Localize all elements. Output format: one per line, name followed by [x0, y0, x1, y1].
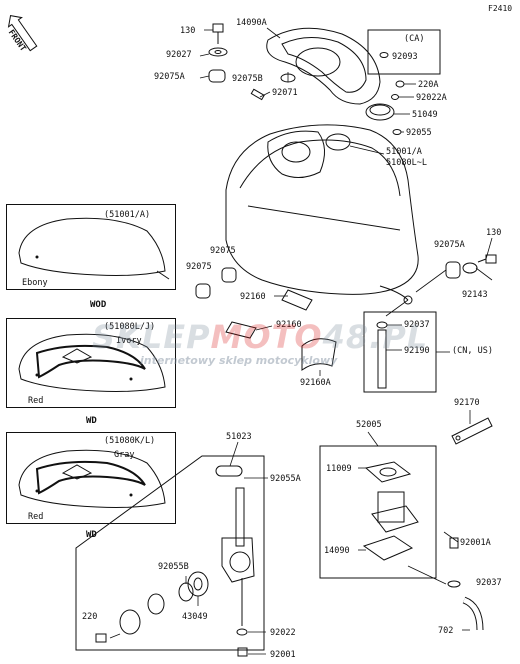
gasket-14090-icon [362, 535, 414, 561]
washer-92027-icon [208, 47, 228, 57]
front-arrow-icon [7, 15, 38, 52]
variant-code-3: (51080K/L) [104, 436, 156, 446]
callout-92190: 92190 [404, 346, 430, 356]
clamp-92160-b-icon [225, 321, 257, 339]
variant-box-3 [6, 432, 176, 524]
callout-92075-a: 92075 [186, 262, 212, 272]
collar-92143-icon [462, 262, 478, 274]
variant-color-ivory: Ivory [116, 336, 142, 346]
ca-parts-box [367, 29, 441, 75]
callout-92075A-right: 92075A [434, 240, 465, 250]
variant-color-red-2: Red [28, 512, 44, 522]
variant-code-2: (51080L/J) [104, 322, 156, 332]
gasket-11009-icon [364, 461, 412, 483]
damper-92075-b-icon [221, 267, 237, 283]
callout-130: 130 [180, 26, 196, 36]
figure-id: F2410 [488, 4, 513, 13]
variant-box-1 [6, 204, 176, 290]
callout-92160A: 92160A [300, 378, 331, 388]
callout-92027: 92027 [166, 50, 192, 60]
callout-51001A: 51001/A [386, 147, 422, 157]
fuel-tap-51023-icon [215, 465, 255, 626]
washer-92022-icon [236, 628, 248, 636]
tank-side-ebony-icon [18, 217, 170, 280]
damper-92075A-icon [208, 69, 226, 83]
leader-lines [109, 27, 493, 655]
variant-code-1: (51001/A) [104, 210, 151, 220]
callout-51049: 51049 [412, 110, 438, 120]
strap-92170-icon [451, 417, 493, 445]
callout-92001A: 92001A [460, 538, 491, 548]
callout-51080L: 51080L~L [386, 158, 427, 168]
clamp-92160-icon [281, 289, 313, 311]
pin-92071-icon [250, 88, 265, 101]
tank-cover-icon [266, 27, 381, 105]
callout-92075-b: 92075 [210, 246, 236, 256]
callout-92022: 92022 [270, 628, 296, 638]
callout-11009: 11009 [326, 464, 352, 474]
gasket-51049-icon [365, 103, 395, 121]
variant-box-2 [6, 318, 176, 408]
callout-92160-b: 92160 [276, 320, 302, 330]
screw-220-icon [95, 633, 107, 643]
variant-model-3: WD [86, 530, 97, 540]
callout-92093: 92093 [392, 52, 418, 62]
bolt-92001-icon [237, 647, 248, 657]
callout-CA: (CA) [404, 34, 425, 44]
callout-220A: 220A [418, 80, 439, 90]
cushion-92160A-icon [301, 338, 337, 371]
clip-92037-icon [376, 321, 388, 329]
variant-color-red-1: Red [28, 396, 44, 406]
fuel-tap-box [75, 455, 265, 651]
callout-14090A: 14090A [236, 18, 267, 28]
callout-92075A-top: 92075A [154, 72, 185, 82]
callout-43049: 43049 [182, 612, 208, 622]
callout-92055B: 92055B [158, 562, 189, 572]
callout-92160: 92160 [240, 292, 266, 302]
plate-icon [119, 593, 165, 635]
callout-92055A: 92055A [270, 474, 301, 484]
damper-92075-a-icon [195, 283, 211, 299]
callout-92170: 92170 [454, 398, 480, 408]
callout-92071: 92071 [272, 88, 298, 98]
callout-52005: 52005 [356, 420, 382, 430]
variant-color-ebony: Ebony [22, 278, 48, 288]
clip-92037-b-icon [447, 580, 461, 588]
pipe-92190-icon [377, 329, 387, 389]
fuel-pump-icon [371, 491, 419, 533]
variant-color-gray: Gray [114, 450, 135, 460]
callout-14090: 14090 [324, 546, 350, 556]
callout-702: 702 [438, 626, 454, 636]
lever-43049-icon [187, 571, 209, 597]
bolt-92001A-icon [449, 537, 459, 549]
variant-model-2: WD [86, 416, 97, 426]
callout-CN-US: (CN, US) [452, 346, 493, 356]
washer-92022A-icon [391, 94, 399, 100]
damper-92075A-right-icon [445, 261, 461, 279]
hose-702-icon [462, 596, 484, 631]
callout-92037: 92037 [404, 320, 430, 330]
bolt-130-icon [212, 23, 224, 44]
callout-51023: 51023 [226, 432, 252, 442]
callout-130-right: 130 [486, 228, 502, 238]
callout-220: 220 [82, 612, 98, 622]
oring-92055-icon [392, 129, 402, 135]
callout-92037-b: 92037 [476, 578, 502, 588]
callout-92143: 92143 [462, 290, 488, 300]
fuel-tank-icon [225, 124, 419, 305]
callout-92055: 92055 [406, 128, 432, 138]
tank-side-ivory-red-icon [18, 333, 166, 392]
callout-92022A: 92022A [416, 93, 447, 103]
screw-220A-icon [395, 80, 405, 88]
callout-92001: 92001 [270, 650, 296, 660]
tank-side-gray-red-icon [18, 449, 166, 508]
callout-92075B: 92075B [232, 74, 263, 84]
variant-model-1: WOD [90, 300, 107, 310]
clip-92093-icon [379, 52, 389, 58]
